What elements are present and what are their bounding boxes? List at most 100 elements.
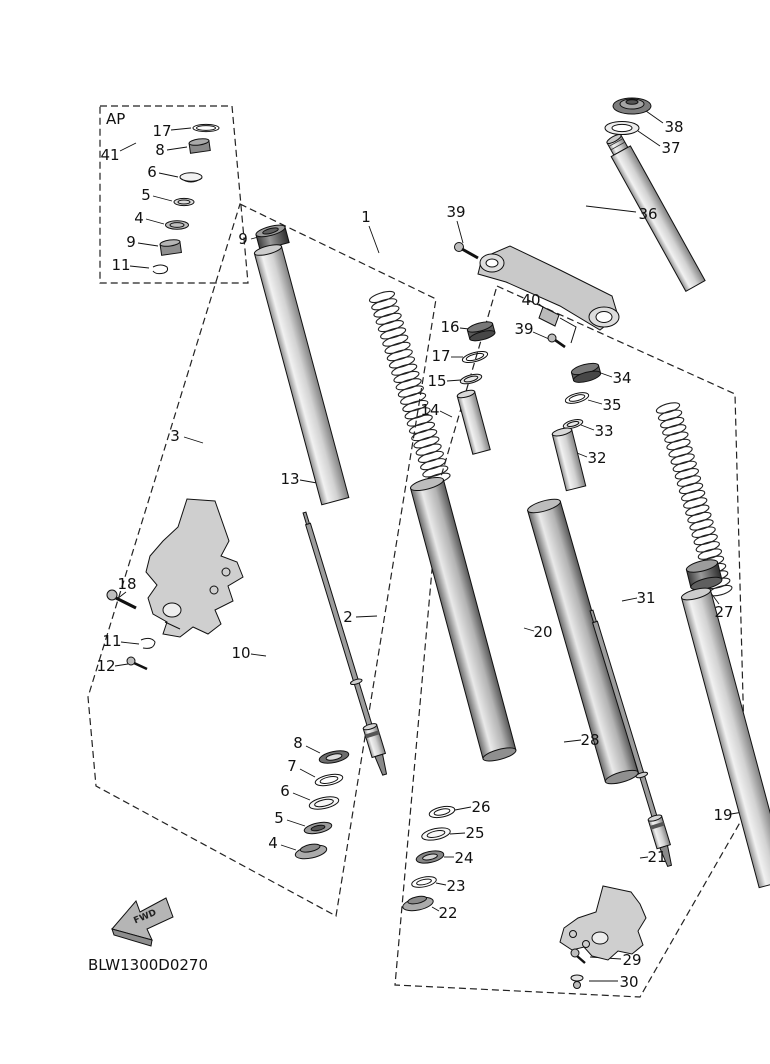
part-label-11: 11	[102, 632, 121, 650]
pinch-bolt-39-top	[454, 242, 479, 260]
assembly-region-1-outline	[87, 203, 437, 917]
part-label-15: 15	[427, 372, 446, 390]
part-label-6: 6	[147, 163, 157, 181]
bolt-29	[570, 948, 586, 964]
part-label-7: 7	[287, 757, 297, 775]
part-label-23: 23	[446, 877, 465, 895]
oring-35	[564, 392, 590, 404]
bolt-12	[126, 656, 148, 671]
clip-11	[140, 637, 156, 649]
part-label-5: 5	[141, 186, 151, 204]
part-label-17: 17	[431, 347, 450, 365]
ap-spacer-9	[159, 239, 182, 256]
outer-tube-3	[253, 244, 350, 506]
steering-washer-37	[604, 121, 640, 135]
part-label-20: 20	[533, 623, 552, 641]
part-label-6: 6	[280, 782, 290, 800]
damper-rod-10	[302, 511, 388, 776]
part-label-4: 4	[268, 834, 278, 852]
ap-kit-label: AP	[106, 110, 125, 128]
lower-triple-clamp	[477, 245, 620, 331]
part-label-4: 4	[134, 209, 144, 227]
part-label-14: 14	[420, 401, 439, 419]
part-label-21: 21	[647, 848, 666, 866]
part-label-39: 39	[446, 203, 465, 221]
stay-40	[538, 306, 577, 344]
ap-washer-6	[179, 172, 203, 183]
ap-clip-11	[152, 264, 169, 275]
washer-7	[314, 773, 344, 787]
part-label-38: 38	[664, 118, 683, 136]
ring-6	[308, 796, 340, 810]
part-label-26: 26	[471, 798, 490, 816]
part-label-25: 25	[465, 824, 484, 842]
part-label-22: 22	[438, 904, 457, 922]
ap-ring-5	[173, 197, 195, 207]
part-number-labels: 3837363940394117865491119313161715142101…	[96, 118, 733, 991]
oring-17	[461, 351, 489, 363]
ap-oring-17	[192, 123, 220, 133]
fork-cap-9	[255, 224, 290, 251]
ring-23	[411, 876, 437, 888]
fork-spring-31	[655, 402, 733, 597]
oil-seal-8	[318, 750, 350, 764]
part-label-19: 19	[713, 806, 732, 824]
leader-lines	[114, 110, 744, 982]
outer-tube-21	[680, 587, 770, 889]
part-label-13: 13	[280, 470, 299, 488]
steering-nut-38	[612, 97, 652, 115]
part-label-30: 30	[619, 973, 638, 991]
ap-seal-8	[188, 138, 211, 154]
axle-bracket-left	[145, 498, 244, 638]
cap-piston-16	[466, 321, 496, 342]
spacer-14	[456, 389, 491, 455]
diagram-code: BLW1300D0270	[88, 956, 208, 974]
part-label-18: 18	[117, 575, 136, 593]
steering-stem-36	[606, 134, 706, 292]
bolt-18	[106, 589, 137, 610]
part-label-28: 28	[580, 731, 599, 749]
oil-seal-24	[415, 850, 445, 864]
part-label-16: 16	[440, 318, 459, 336]
part-label-27: 27	[714, 603, 733, 621]
spacer-32	[551, 427, 587, 492]
part-label-32: 32	[587, 449, 606, 467]
part-label-36: 36	[638, 205, 657, 223]
ap-seal-4	[165, 220, 189, 230]
part-label-8: 8	[155, 141, 165, 159]
part-label-41: 41	[100, 146, 119, 164]
part-label-1: 1	[361, 208, 371, 226]
washer-26	[428, 805, 456, 819]
bolt-39-lower	[547, 333, 566, 349]
dust-seal-22	[402, 895, 434, 912]
part-label-2: 2	[343, 608, 353, 626]
part-label-33: 33	[594, 422, 613, 440]
part-label-37: 37	[661, 139, 680, 157]
part-label-11: 11	[111, 256, 130, 274]
part-label-40: 40	[521, 291, 540, 309]
fwd-arrow: FWD	[111, 897, 174, 947]
ap-kit-box-outline	[99, 105, 249, 284]
seal-spacer-5	[303, 821, 333, 835]
part-label-10: 10	[231, 644, 250, 662]
cap-piston-34	[570, 362, 602, 383]
damper-rod-28	[589, 609, 673, 868]
part-label-35: 35	[602, 396, 621, 414]
part-label-17: 17	[152, 122, 171, 140]
inner-tube-2	[409, 476, 517, 762]
inner-tube-20	[527, 498, 639, 785]
part-label-31: 31	[636, 589, 655, 607]
part-label-8: 8	[293, 734, 303, 752]
part-label-29: 29	[622, 951, 641, 969]
fork-spring-13	[368, 290, 451, 485]
part-label-5: 5	[274, 809, 284, 827]
part-label-9: 9	[238, 230, 248, 248]
part-label-3: 3	[170, 427, 180, 445]
washer-33	[562, 419, 584, 429]
part-label-12: 12	[96, 657, 115, 675]
fork-cap-27	[685, 559, 723, 591]
dust-seal-4	[294, 843, 328, 860]
axle-bracket-right	[559, 885, 647, 961]
washer-bolt-30	[570, 974, 584, 989]
